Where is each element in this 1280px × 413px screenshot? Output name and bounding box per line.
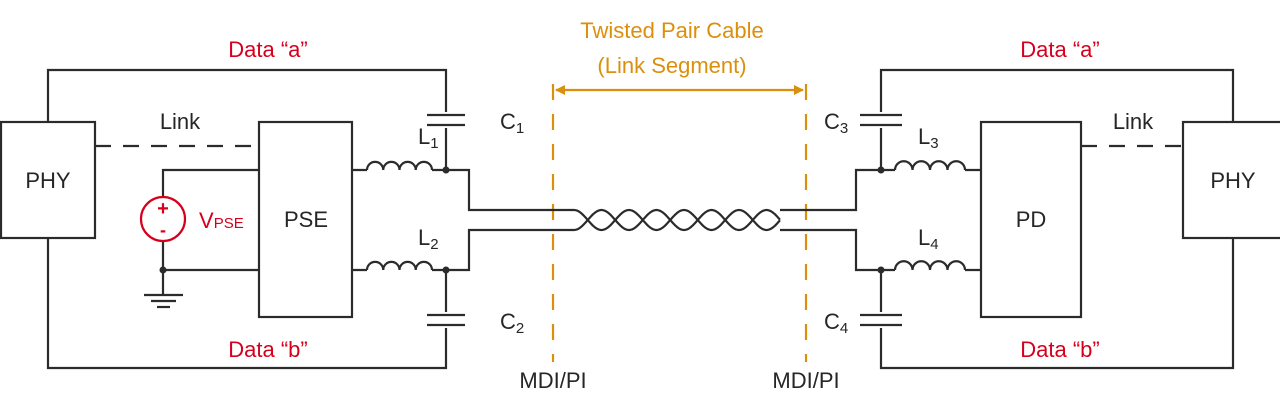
pse-label: PSE (284, 207, 328, 232)
plus-sign: + (157, 198, 169, 220)
cable-title: Twisted Pair Cable (580, 18, 763, 43)
data-wires-right (879, 68, 1235, 370)
phy-box-right (1181, 120, 1280, 240)
pse-output-wires (352, 168, 574, 272)
data-wires-left (46, 68, 448, 370)
pse-box (257, 120, 354, 319)
l2-label: L2 (418, 225, 439, 253)
inductor-l1 (365, 160, 434, 171)
minus-sign: - (160, 220, 166, 240)
twisted-pair-wire-a (573, 208, 781, 232)
data-b-label-left: Data “b” (228, 337, 307, 362)
cable-subtitle: (Link Segment) (597, 53, 746, 78)
inductor-l2 (365, 260, 434, 271)
inductor-l3 (893, 160, 967, 171)
phy-label-right: PHY (1210, 168, 1256, 193)
mdi-label-left: MDI/PI (519, 368, 586, 393)
data-a-label-right: Data “a” (1020, 37, 1099, 62)
pd-label: PD (1016, 207, 1047, 232)
link-label-left: Link (160, 109, 201, 134)
left-circuit: PHY Link PSE + - VPSE L1 L2 C1 C2 Data “… (0, 37, 587, 393)
vpse-label: VPSE (199, 208, 244, 233)
phy-label-left: PHY (25, 168, 71, 193)
c4-label: C4 (824, 309, 848, 337)
l4-label: L4 (918, 225, 939, 253)
data-b-label-right: Data “b” (1020, 337, 1099, 362)
c1-label: C1 (500, 109, 524, 137)
link-label-right: Link (1113, 109, 1154, 134)
l1-label: L1 (418, 124, 439, 152)
c3-label: C3 (824, 109, 848, 137)
pd-input-wires (780, 168, 981, 272)
pd-box (979, 120, 1083, 319)
ground-icon (144, 293, 183, 309)
data-a-label-left: Data “a” (228, 37, 307, 62)
right-circuit: PD Link PHY L3 L4 C3 C4 Data “a” Data “b… (772, 37, 1280, 393)
voltage-source-icon (139, 195, 187, 243)
c2-label: C2 (500, 309, 524, 337)
l3-label: L3 (918, 124, 939, 152)
inductor-l4 (893, 260, 967, 271)
twisted-pair-wire-b (573, 208, 781, 232)
mdi-label-right: MDI/PI (772, 368, 839, 393)
